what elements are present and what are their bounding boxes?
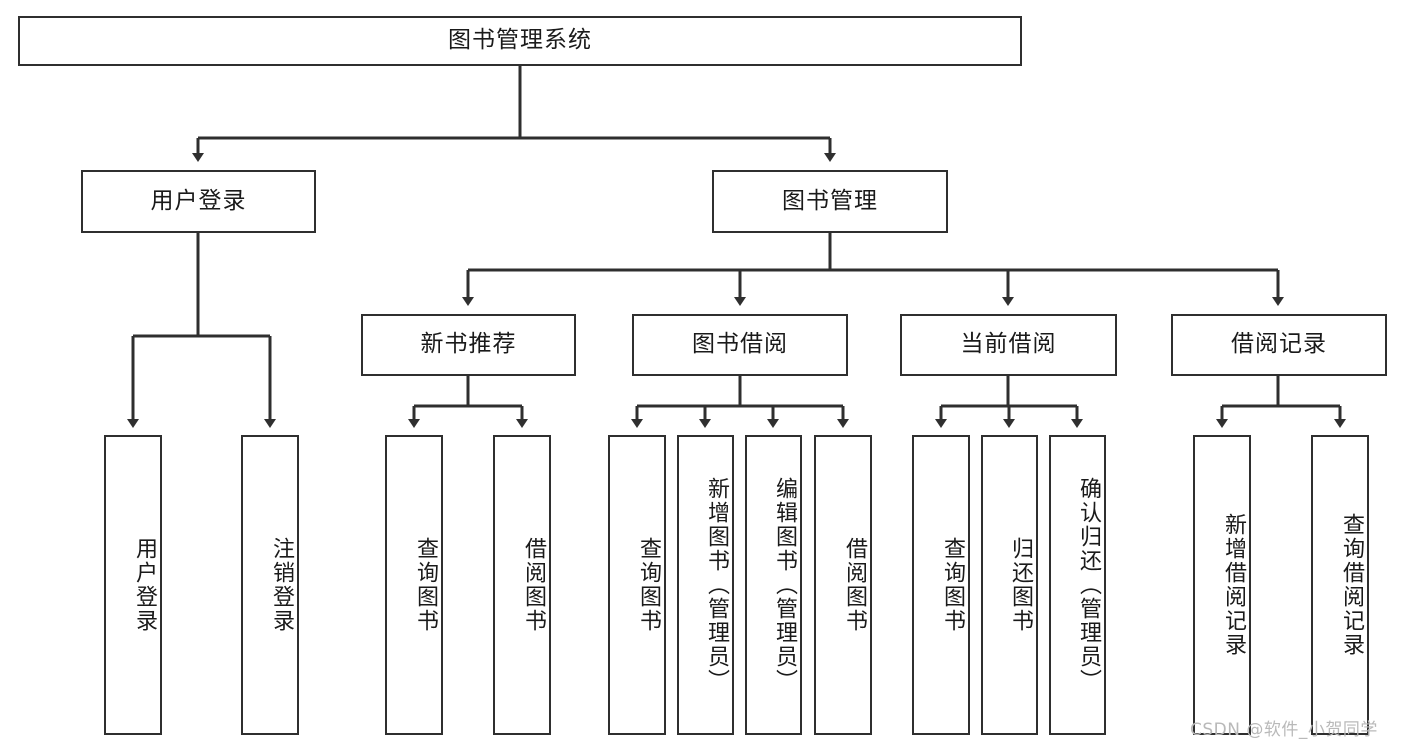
leaf-current-query-book-label: 查询图书 — [940, 537, 965, 633]
node-borrow-record-label: 借阅记录 — [1231, 331, 1327, 358]
leaf-borrow-edit-book[interactable]: 编辑图书（管理员） — [745, 435, 802, 735]
leaf-borrow-query-book-label: 查询图书 — [636, 537, 661, 633]
node-new-book-recommend-label: 新书推荐 — [420, 331, 517, 358]
leaf-borrow-edit-book-label: 编辑图书（管理员） — [772, 477, 797, 693]
node-user-login[interactable]: 用户登录 — [81, 170, 316, 233]
leaf-new-book-query[interactable]: 查询图书 — [385, 435, 443, 735]
leaf-borrow-add-book[interactable]: 新增图书（管理员） — [677, 435, 734, 735]
node-root[interactable]: 图书管理系统 — [18, 16, 1022, 66]
leaf-new-book-borrow-label: 借阅图书 — [521, 537, 546, 633]
leaf-current-confirm-return-label: 确认归还（管理员） — [1076, 477, 1101, 693]
node-new-book-recommend[interactable]: 新书推荐 — [361, 314, 576, 376]
leaf-record-add-record[interactable]: 新增借阅记录 — [1193, 435, 1251, 735]
leaf-borrow-borrow-book-label: 借阅图书 — [842, 537, 867, 633]
leaf-current-return-book[interactable]: 归还图书 — [981, 435, 1038, 735]
leaf-record-query-record[interactable]: 查询借阅记录 — [1311, 435, 1369, 735]
node-user-login-label: 用户登录 — [150, 187, 247, 214]
leaf-user-login-logout-label: 注销登录 — [269, 537, 294, 633]
node-book-management-label: 图书管理 — [782, 187, 878, 214]
leaf-user-login-logout[interactable]: 注销登录 — [241, 435, 299, 735]
leaf-user-login-login-label: 用户登录 — [132, 537, 157, 633]
leaf-record-add-record-label: 新增借阅记录 — [1221, 513, 1246, 657]
leaf-borrow-borrow-book[interactable]: 借阅图书 — [814, 435, 872, 735]
csdn-watermark: CSDN @软件_小贺同学 — [1190, 720, 1378, 740]
node-current-borrow[interactable]: 当前借阅 — [900, 314, 1117, 376]
node-root-label: 图书管理系统 — [448, 27, 592, 54]
node-book-management[interactable]: 图书管理 — [712, 170, 948, 233]
leaf-user-login-login[interactable]: 用户登录 — [104, 435, 162, 735]
leaf-borrow-add-book-label: 新增图书（管理员） — [704, 477, 729, 693]
leaf-current-return-book-label: 归还图书 — [1008, 537, 1033, 633]
leaf-current-query-book[interactable]: 查询图书 — [912, 435, 970, 735]
leaf-borrow-query-book[interactable]: 查询图书 — [608, 435, 666, 735]
leaf-new-book-borrow[interactable]: 借阅图书 — [493, 435, 551, 735]
node-book-borrow-label: 图书借阅 — [692, 331, 788, 358]
leaf-new-book-query-label: 查询图书 — [413, 537, 438, 633]
node-current-borrow-label: 当前借阅 — [960, 331, 1057, 358]
leaf-record-query-record-label: 查询借阅记录 — [1339, 513, 1364, 657]
node-book-borrow[interactable]: 图书借阅 — [632, 314, 848, 376]
node-borrow-record[interactable]: 借阅记录 — [1171, 314, 1387, 376]
leaf-current-confirm-return[interactable]: 确认归还（管理员） — [1049, 435, 1106, 735]
